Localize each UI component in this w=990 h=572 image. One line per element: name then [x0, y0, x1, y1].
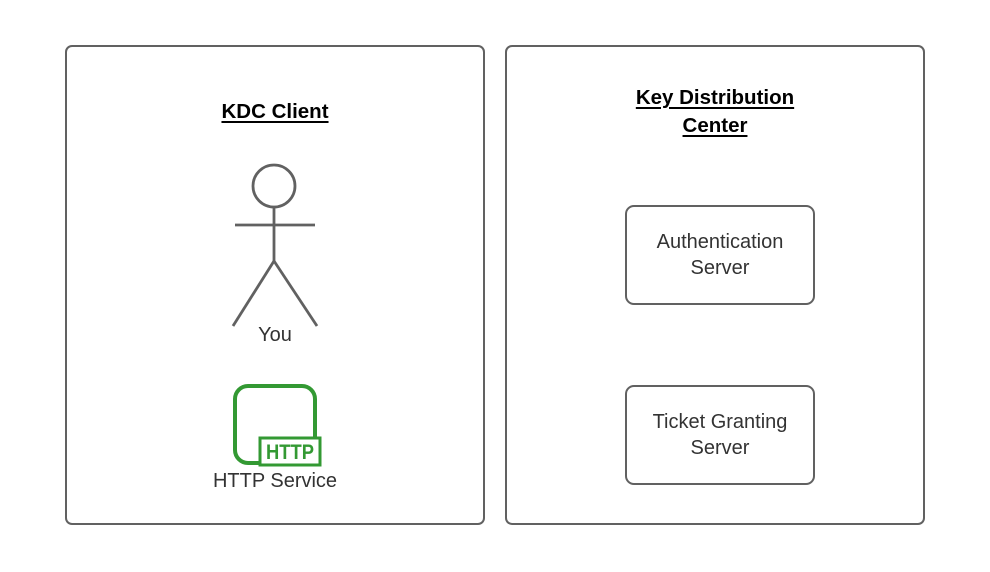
http-service-icon: HTTP — [233, 384, 322, 467]
authentication-server-node: Authentication Server — [625, 205, 815, 305]
authentication-server-label: Authentication Server — [656, 231, 784, 279]
stick-figure-actor-icon — [231, 163, 319, 327]
ticket-granting-server-node: Ticket Granting Server — [625, 385, 815, 485]
actor-label: You — [258, 324, 292, 346]
http-icon-text: HTTP — [266, 441, 314, 464]
ticket-granting-server-label: Ticket Granting Server — [652, 411, 788, 459]
http-service-label: HTTP Service — [212, 470, 338, 492]
